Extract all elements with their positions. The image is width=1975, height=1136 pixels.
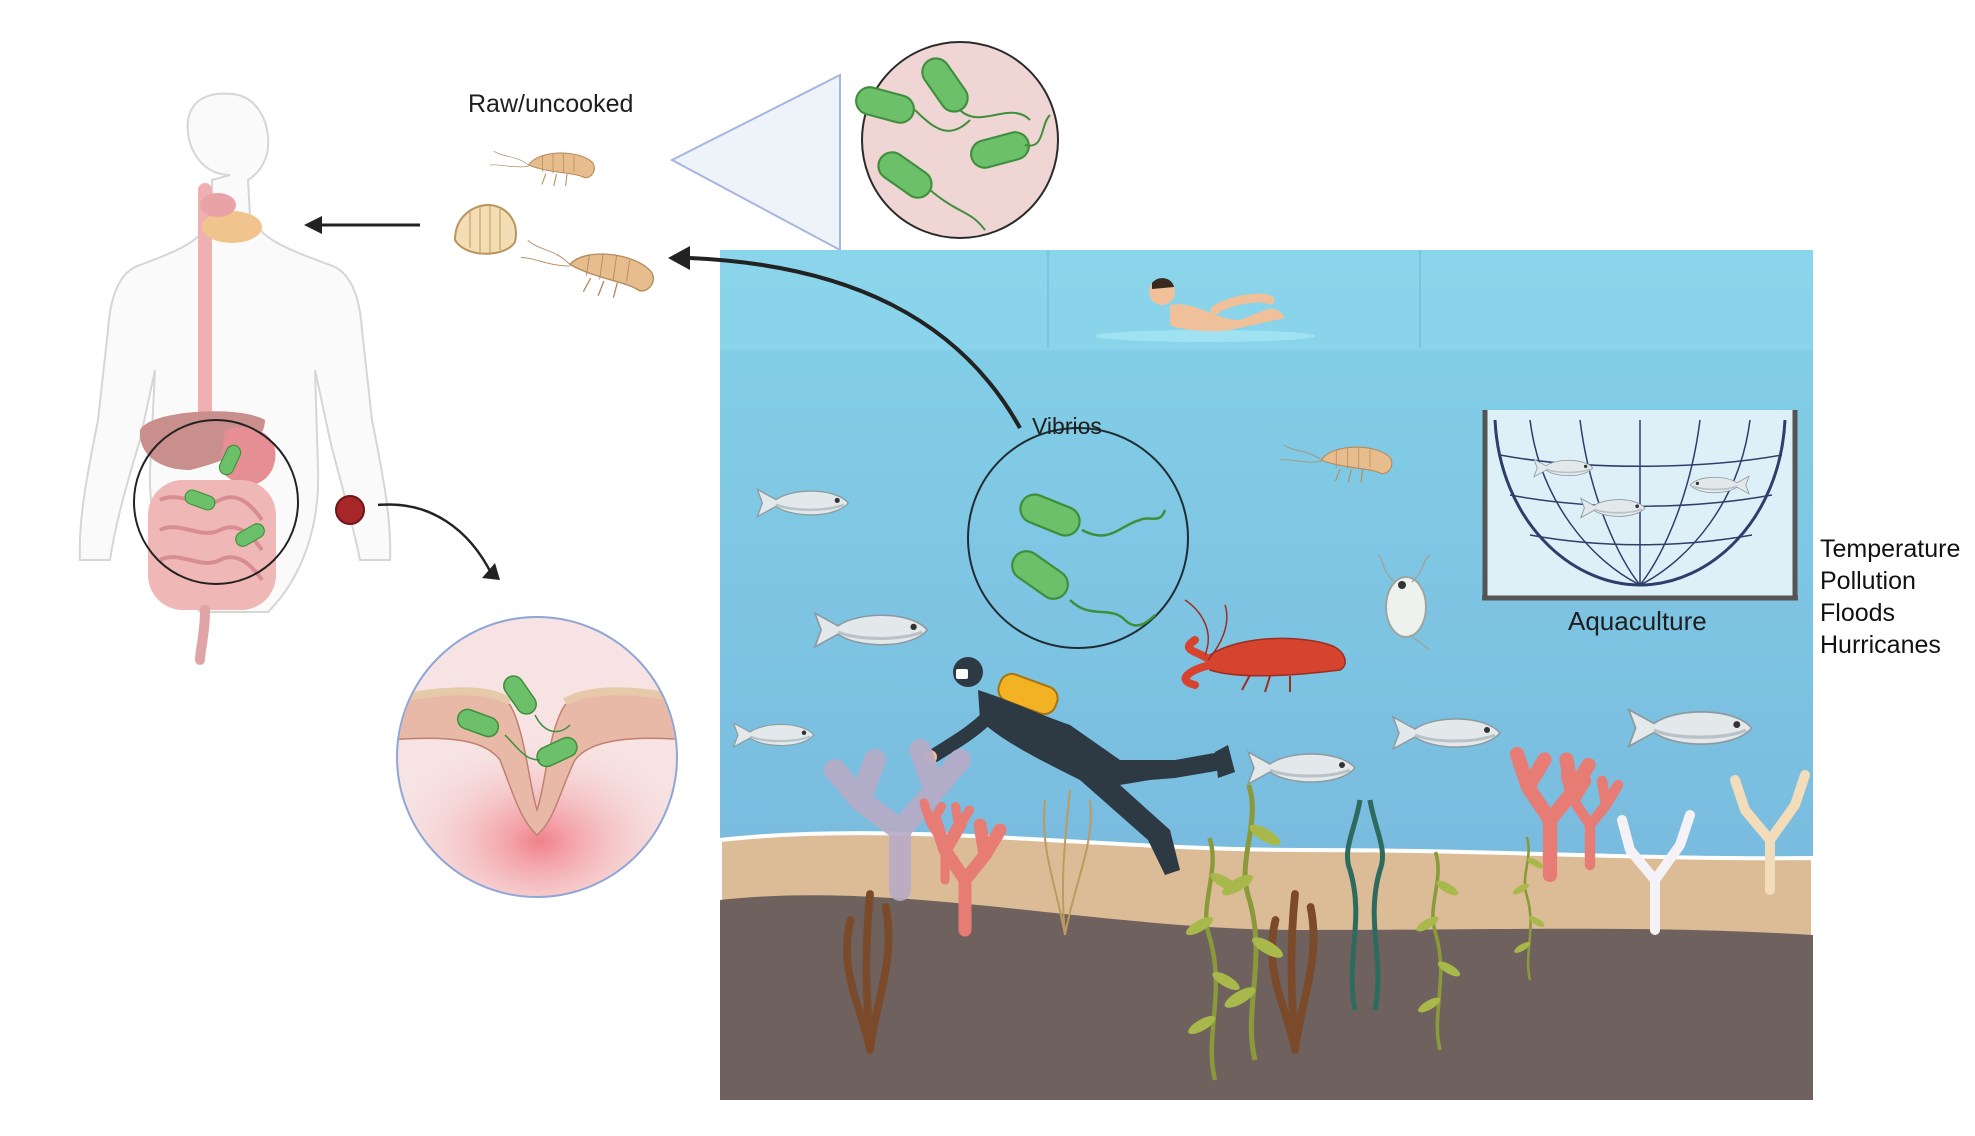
diver-icon [923, 657, 1235, 875]
crayfish-icon [1181, 599, 1346, 693]
swimmer-icon [1095, 278, 1315, 342]
gut-zoom-circle [133, 419, 299, 585]
bacteria-zoom-circle [852, 41, 1059, 239]
transmission-arrow [689, 256, 1022, 429]
ingestion-arrow [304, 216, 420, 234]
wound-arrow [377, 503, 494, 576]
liver-icon [139, 411, 265, 470]
intestine-icon [148, 480, 276, 665]
skin-infection-zoom-icon [396, 616, 678, 898]
coral-icon [824, 739, 1810, 930]
vibrios-label: Vibrios [1032, 413, 1102, 439]
aquaculture-net-icon [1482, 410, 1798, 601]
seaweed-icon [847, 785, 1548, 1080]
stomach-icon [220, 427, 276, 486]
raw-uncooked-label: Raw/uncooked [468, 90, 634, 118]
wound-icon [335, 495, 365, 525]
human-body-icon [78, 92, 392, 613]
factor-hurricanes: Hurricanes [1820, 631, 1941, 659]
digestive-tract-icon [198, 183, 262, 427]
factor-floods: Floods [1820, 599, 1896, 627]
vibrio-bacteria-icon [967, 427, 1189, 649]
factor-pollution: Pollution [1820, 567, 1916, 595]
aquaculture-label: Aquaculture [1568, 606, 1707, 636]
environmental-factors-list: Temperature Pollution Floods Hurricanes [1820, 533, 1960, 661]
zooplankton-icon [1377, 554, 1431, 651]
shrimp-icon [516, 238, 657, 304]
factor-temperature: Temperature [1820, 535, 1961, 563]
amphipod-icon [489, 150, 595, 187]
clam-icon [453, 203, 517, 255]
